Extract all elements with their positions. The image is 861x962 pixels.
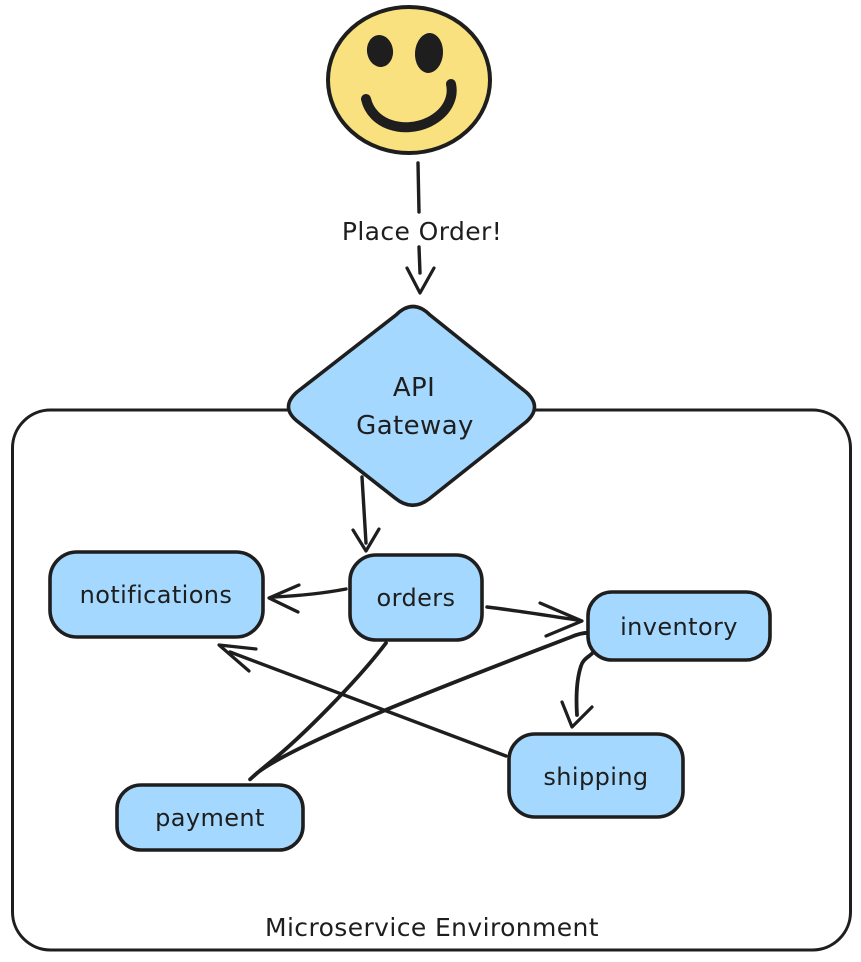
arrow-shaft[interactable]	[416, 161, 421, 214]
edge-shipping-to-notifications[interactable]	[217, 643, 508, 758]
inventory-box[interactable]	[586, 590, 772, 662]
arrow-shaft[interactable]	[248, 631, 600, 782]
payment-box[interactable]	[115, 783, 305, 852]
environment-label: Microservice Environment	[265, 913, 599, 942]
arrow-shaft[interactable]	[417, 245, 422, 275]
arrowhead[interactable]	[351, 527, 381, 553]
orders-box[interactable]	[348, 553, 484, 642]
arrow-shaft[interactable]	[271, 587, 348, 599]
api-gateway-diamond[interactable]	[286, 304, 537, 508]
shipping-node[interactable]: shipping	[507, 732, 685, 819]
edge-orders-to-notifications[interactable]	[267, 583, 348, 614]
shipping-label: shipping	[543, 763, 648, 791]
arrow-shaft[interactable]	[228, 650, 508, 758]
notifications-box[interactable]	[48, 550, 265, 639]
edge-gateway-to-orders[interactable]	[351, 475, 381, 553]
arrow-shaft[interactable]	[360, 475, 368, 545]
notifications-node[interactable]: notifications	[48, 550, 265, 639]
arrowhead[interactable]	[405, 266, 436, 295]
payment-node[interactable]: payment	[115, 783, 305, 852]
arrowhead[interactable]	[267, 583, 301, 614]
inventory-label: inventory	[620, 613, 738, 641]
payment-label: payment	[155, 804, 265, 832]
user-actor[interactable]	[326, 5, 492, 155]
edge-orders-to-inventory[interactable]	[485, 601, 584, 638]
arrow-shaft[interactable]	[485, 605, 579, 622]
notifications-label: notifications	[80, 581, 233, 609]
api-gateway-label-line2: Gateway	[356, 411, 474, 441]
edge-user-to-gateway[interactable]: Place Order!	[342, 161, 502, 295]
left-eye	[366, 35, 394, 67]
shipping-box[interactable]	[507, 732, 685, 819]
api-gateway-label-line1: API	[393, 373, 435, 403]
arrowhead[interactable]	[538, 601, 584, 638]
smile-mouth	[361, 79, 457, 133]
edge-orders-to-shipping[interactable]	[248, 631, 600, 782]
arrowhead[interactable]	[217, 643, 258, 673]
api-gateway-node[interactable]: API Gateway	[286, 304, 537, 508]
orders-label: orders	[377, 584, 456, 612]
right-eye	[414, 33, 444, 73]
inventory-node[interactable]: inventory	[586, 590, 772, 662]
edge-label-place-order: Place Order!	[342, 217, 502, 246]
orders-node[interactable]: orders	[348, 553, 484, 642]
arrowhead[interactable]	[560, 700, 594, 729]
